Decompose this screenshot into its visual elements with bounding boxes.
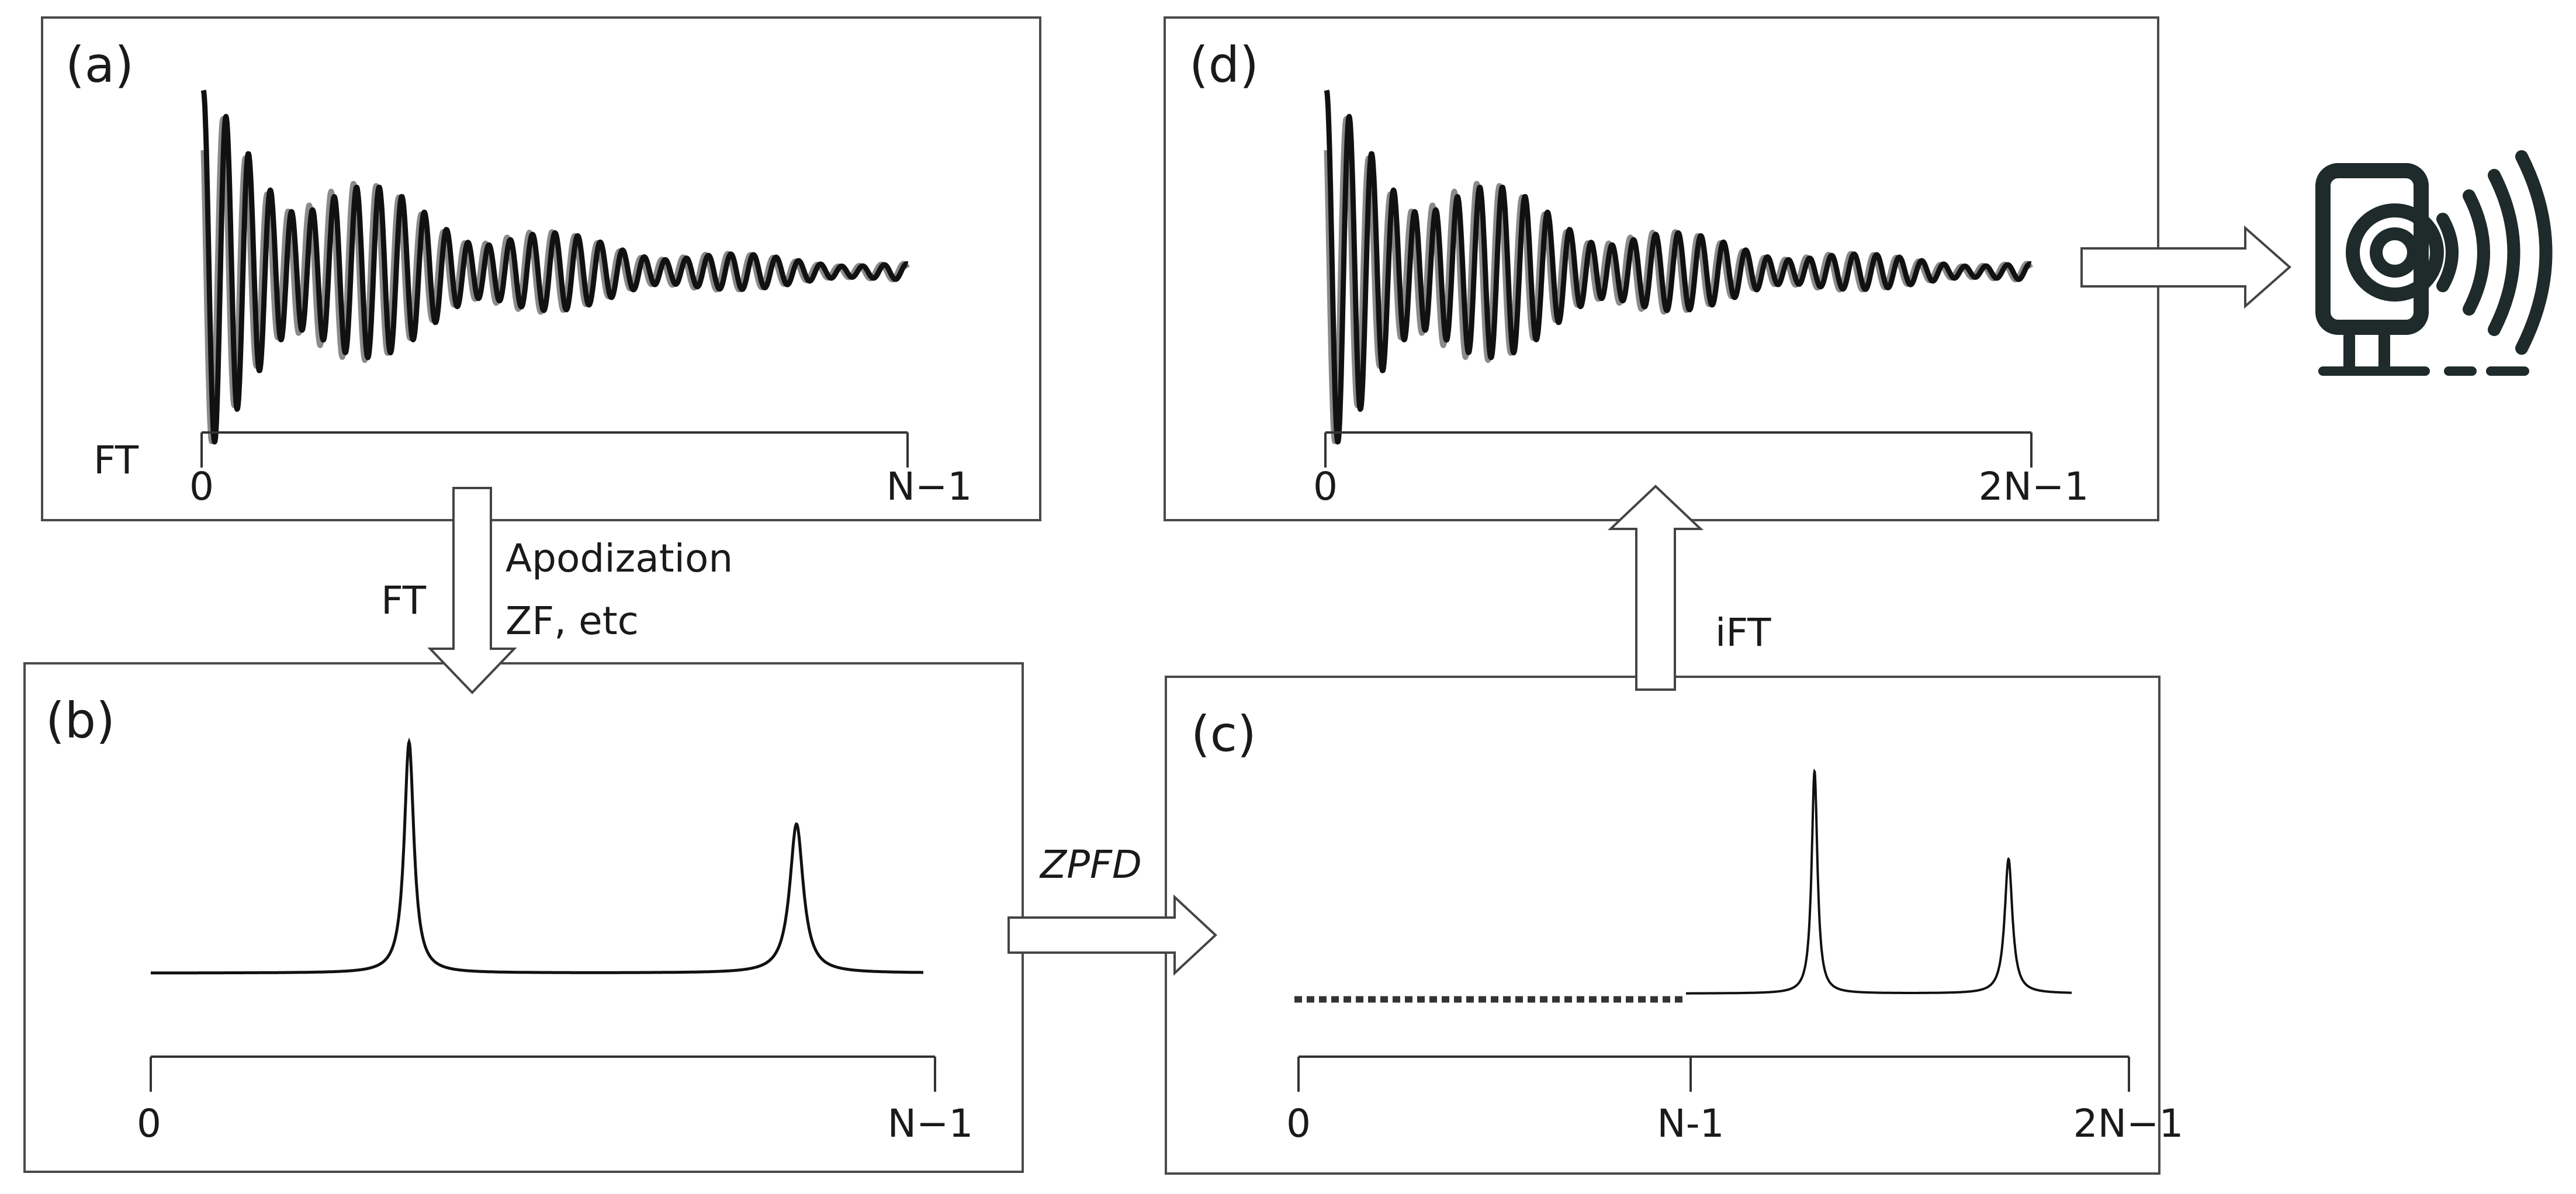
arrow-b-to-c-label: ZPFD: [1039, 842, 1142, 887]
panel-b-axis-end-label: N−1: [888, 1101, 974, 1146]
panel-c-axis-start-label: 0: [1286, 1101, 1311, 1146]
speaker-icon: [2315, 150, 2553, 376]
panel-a-side-label: FT: [94, 438, 139, 483]
panel-a: (a) FT 0 N−1: [41, 16, 1041, 521]
fid-trace-real: [1324, 89, 2033, 445]
arrow-a-to-b-left-label: FT: [381, 578, 427, 623]
panel-a-fid-signal: [200, 89, 910, 445]
panel-b: (b) 0 N−1: [23, 662, 1024, 1173]
speaker-icon-cone-outer: [2346, 203, 2444, 302]
panel-c: (c) 0 N-1 2N−1: [1165, 676, 2184, 1175]
panel-d-axis-start-label: 0: [1313, 464, 1338, 509]
speaker-icon-cabinet: [2315, 163, 2429, 335]
panel-d-axis-end-label: 2N−1: [1979, 464, 2089, 509]
panel-c-spectrum-absorptive: [1686, 768, 2072, 995]
arrow-d-to-speaker-shape: [2080, 225, 2292, 309]
arrow-a-to-b-shape: [427, 487, 517, 694]
arrow-c-to-d-shape: [1607, 484, 1704, 691]
arrow-a-to-b-label-zf: ZF, etc: [505, 598, 639, 643]
arrow-d-to-speaker: [2080, 225, 2292, 309]
fid-trace-imaginary: [200, 116, 910, 444]
arrow-c-to-d-label: iFT: [1715, 610, 1771, 655]
speaker-icon-wave-4: [2515, 150, 2553, 355]
arrow-a-to-b-label-apodization: Apodization: [505, 536, 733, 581]
panel-d-label: (d): [1189, 36, 1259, 94]
fid-trace-imaginary: [1324, 116, 2033, 444]
panel-a-frame: [41, 16, 1041, 521]
panel-b-axis-start-label: 0: [137, 1101, 161, 1146]
speaker-icon-wave-3: [2488, 169, 2520, 336]
panel-c-frame: [1165, 676, 2160, 1175]
panel-d: (d) 0 2N−1: [1164, 16, 2159, 521]
speaker-icon-cone-inner: [2370, 227, 2420, 278]
arrow-b-to-c-shape: [1007, 894, 1217, 976]
panel-b-label: (b): [46, 692, 115, 749]
panel-d-fid-signal: [1324, 89, 2033, 445]
panel-c-label: (c): [1191, 705, 1256, 763]
speaker-icon-wave-2: [2463, 189, 2490, 316]
panel-c-axis-end-label: 2N−1: [2073, 1101, 2184, 1146]
panel-a-label: (a): [65, 36, 134, 94]
panel-c-axis-mid-label: N-1: [1657, 1101, 1724, 1146]
arrow-c-to-d: iFT: [1607, 484, 1771, 691]
panel-b-spectrum-absorptive: [151, 737, 923, 975]
panel-a-axis-end-label: N−1: [887, 464, 972, 509]
arrow-a-to-b: FT Apodization ZF, etc: [381, 487, 733, 694]
panel-b-frame: [23, 662, 1024, 1173]
fid-trace-real: [200, 89, 910, 445]
speaker-icon-wave-1: [2436, 213, 2459, 292]
arrow-b-to-c: ZPFD: [1007, 842, 1217, 976]
panel-a-axis-start-label: 0: [189, 464, 214, 509]
